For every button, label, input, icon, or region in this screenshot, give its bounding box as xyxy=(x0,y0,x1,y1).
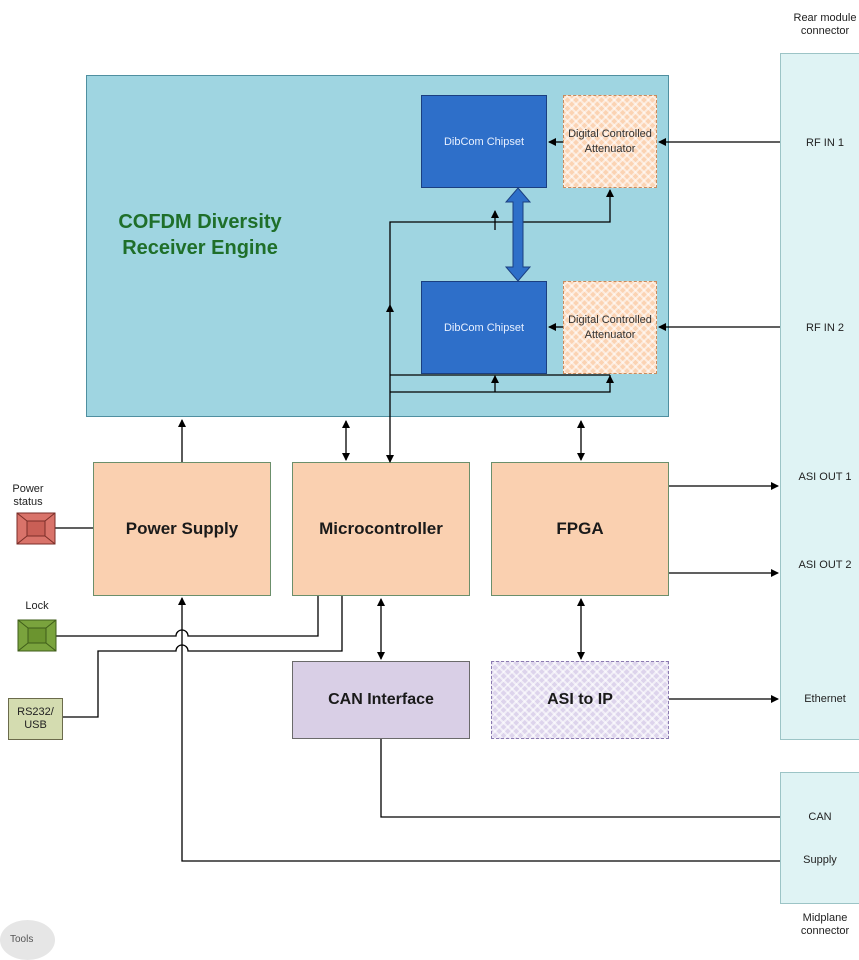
tools-badge-label: Tools xyxy=(10,934,34,945)
power-led-icon xyxy=(16,512,56,545)
tools-badge[interactable]: Tools xyxy=(0,920,55,960)
asi-out-1-label: ASI OUT 1 xyxy=(798,471,852,483)
lock-led-icon xyxy=(17,619,57,652)
can-port-label: CAN xyxy=(808,811,832,823)
rf-in-2-label: RF IN 2 xyxy=(806,322,844,334)
engine-title: COFDM Diversity Receiver Engine xyxy=(118,211,282,259)
asi-out-2-label: ASI OUT 2 xyxy=(798,559,852,571)
rf-in-1-label: RF IN 1 xyxy=(806,137,844,149)
digital-attenuator-2: Digital Controlled Attenuator xyxy=(563,281,657,374)
asi-to-ip-block: ASI to IP xyxy=(491,661,669,739)
power-status-label: Power status xyxy=(12,483,44,508)
midplane-connector xyxy=(780,772,859,904)
lock-label: Lock xyxy=(25,600,49,612)
rear-module-connector xyxy=(780,53,859,740)
rear-module-title: Rear module connector xyxy=(793,12,857,37)
rs232-usb-port: RS232/ USB xyxy=(8,698,63,740)
fpga-block: FPGA xyxy=(491,462,669,596)
microcontroller-block: Microcontroller xyxy=(292,462,470,596)
connection-wires xyxy=(16,138,780,862)
chip-interconnect-arrow xyxy=(504,187,532,282)
digital-attenuator-1: Digital Controlled Attenuator xyxy=(563,95,657,188)
ethernet-label: Ethernet xyxy=(804,693,846,705)
can-interface-block: CAN Interface xyxy=(292,661,470,739)
midplane-title: Midplane connector xyxy=(800,912,850,937)
power-supply-block: Power Supply xyxy=(93,462,271,596)
dibcom-chipset-2: DibCom Chipset xyxy=(421,281,547,374)
dibcom-chipset-1: DibCom Chipset xyxy=(421,95,547,188)
supply-port-label: Supply xyxy=(803,854,837,866)
